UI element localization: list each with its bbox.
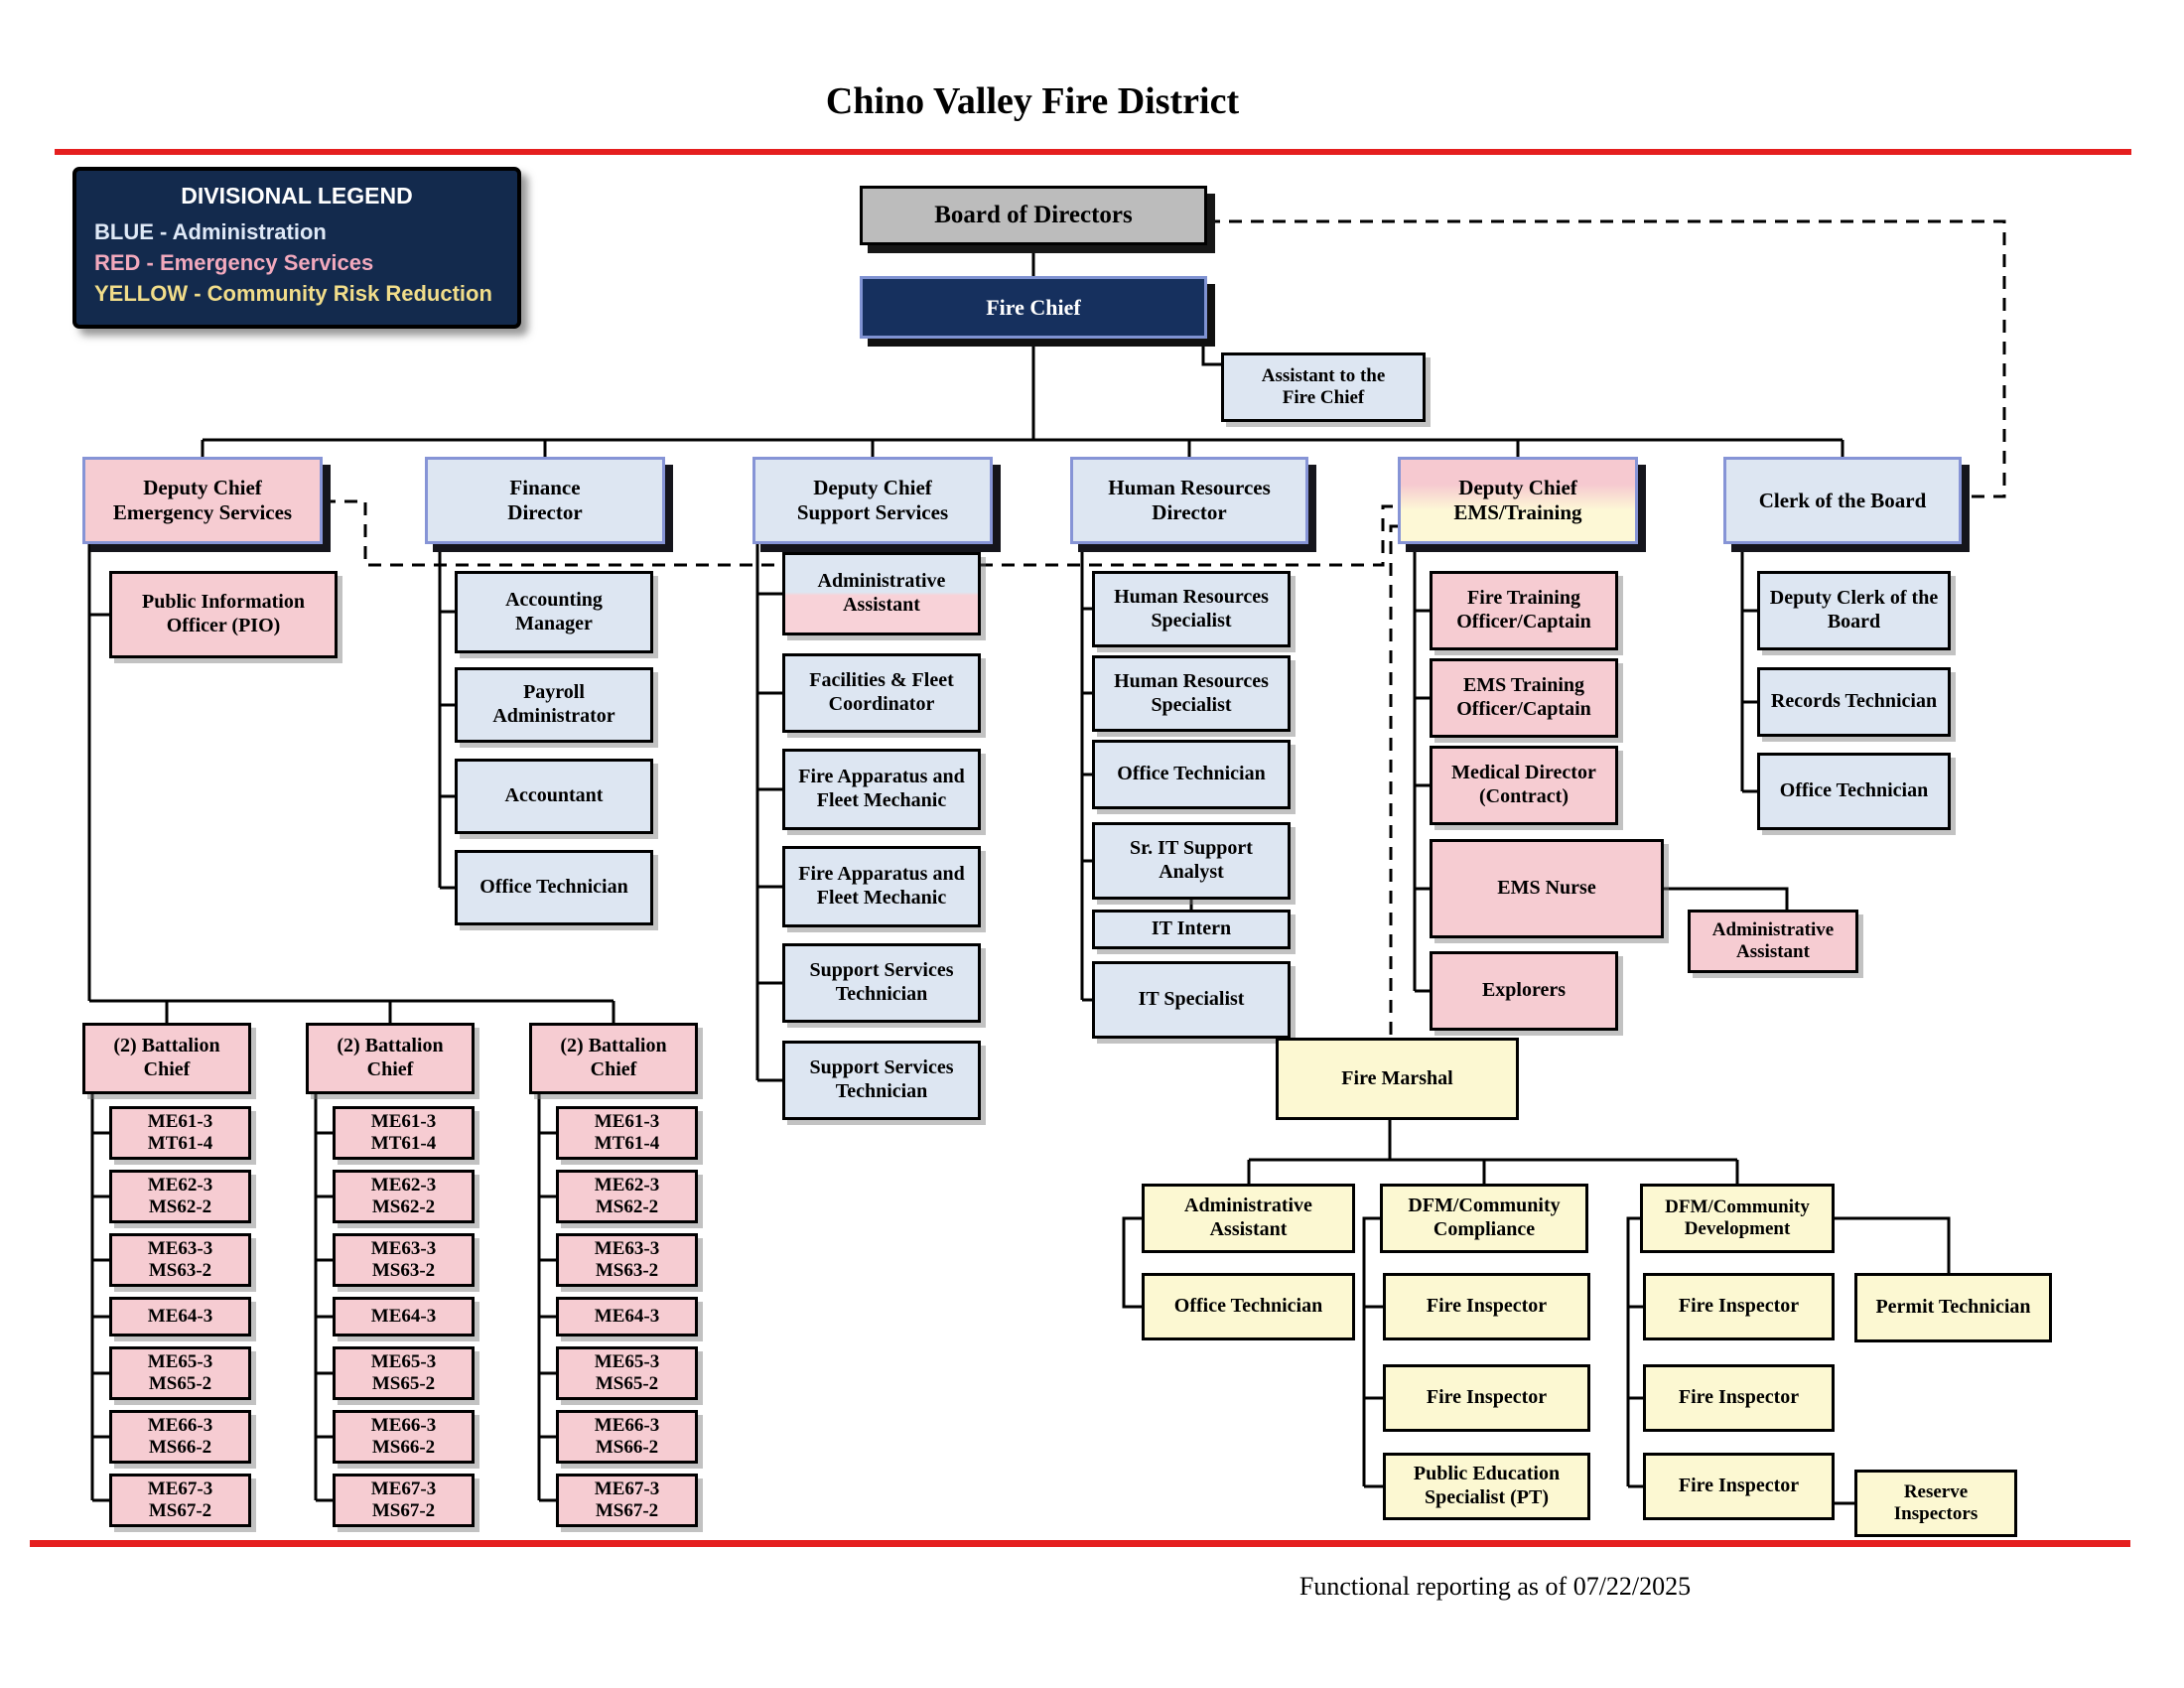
node-permit-technician: Permit Technician bbox=[1854, 1273, 2052, 1342]
node-dfm-community-compliance: DFM/Community Compliance bbox=[1380, 1184, 1588, 1253]
node-dfm-community-development: DFM/Community Development bbox=[1640, 1184, 1835, 1253]
node-fm-administrative-assistant: Administrative Assistant bbox=[1142, 1184, 1355, 1253]
node-fire-chief: Fire Chief bbox=[860, 276, 1207, 339]
node-reserve-inspectors: Reserve Inspectors bbox=[1854, 1470, 2017, 1537]
legend-item-blue: BLUE - Administration bbox=[94, 219, 327, 244]
node-battalion-unit: ME61-3 MT61-4 bbox=[556, 1106, 698, 1160]
node-records-technician: Records Technician bbox=[1757, 667, 1951, 737]
node-development-fire-inspector-3: Fire Inspector bbox=[1643, 1453, 1835, 1520]
bottom-divider bbox=[30, 1540, 2130, 1547]
node-battalion-chief-1: (2) Battalion Chief bbox=[82, 1023, 251, 1094]
node-hr-specialist-2: Human Resources Specialist bbox=[1092, 655, 1291, 732]
node-battalion-unit: ME62-3 MS62-2 bbox=[333, 1170, 475, 1223]
node-it-specialist: IT Specialist bbox=[1092, 961, 1291, 1039]
node-battalion-unit: ME65-3 MS65-2 bbox=[333, 1346, 475, 1400]
node-public-education-specialist: Public Education Specialist (PT) bbox=[1383, 1453, 1590, 1520]
node-ems-nurse: EMS Nurse bbox=[1430, 839, 1664, 938]
node-ems-administrative-assistant: Administrative Assistant bbox=[1688, 910, 1858, 973]
node-hr-specialist-1: Human Resources Specialist bbox=[1092, 571, 1291, 647]
node-clerk-office-technician: Office Technician bbox=[1757, 753, 1951, 830]
node-battalion-unit: ME65-3 MS65-2 bbox=[109, 1346, 251, 1400]
node-finance-office-technician: Office Technician bbox=[455, 850, 653, 925]
node-deputy-clerk-of-the-board: Deputy Clerk of the Board bbox=[1757, 571, 1951, 650]
page-title: Chino Valley Fire District bbox=[825, 80, 1240, 122]
node-battalion-unit: ME66-3 MS66-2 bbox=[109, 1410, 251, 1464]
node-battalion-unit: ME64-3 bbox=[109, 1297, 251, 1336]
node-public-information-officer: Public Information Officer (PIO) bbox=[109, 571, 338, 658]
legend-item-red: RED - Emergency Services bbox=[94, 249, 374, 275]
node-deputy-chief-support-services: Deputy Chief Support Services bbox=[752, 457, 993, 544]
node-battalion-unit: ME66-3 MS66-2 bbox=[333, 1410, 475, 1464]
node-hr-office-technician: Office Technician bbox=[1092, 740, 1291, 809]
node-medical-director-contract: Medical Director (Contract) bbox=[1430, 746, 1618, 825]
node-fire-marshal: Fire Marshal bbox=[1276, 1038, 1519, 1120]
node-clerk-of-the-board: Clerk of the Board bbox=[1723, 457, 1962, 544]
node-development-fire-inspector-2: Fire Inspector bbox=[1643, 1364, 1835, 1432]
node-accountant: Accountant bbox=[455, 759, 653, 834]
node-ems-training-officer-captain: EMS Training Officer/Captain bbox=[1430, 658, 1618, 738]
node-battalion-unit: ME66-3 MS66-2 bbox=[556, 1410, 698, 1464]
node-battalion-unit: ME67-3 MS67-2 bbox=[333, 1474, 475, 1527]
node-accounting-manager: Accounting Manager bbox=[455, 571, 653, 653]
node-battalion-chief-3: (2) Battalion Chief bbox=[529, 1023, 698, 1094]
node-battalion-unit: ME65-3 MS65-2 bbox=[556, 1346, 698, 1400]
node-battalion-unit: ME63-3 MS63-2 bbox=[109, 1233, 251, 1287]
node-battalion-unit: ME61-3 MT61-4 bbox=[109, 1106, 251, 1160]
node-compliance-fire-inspector-2: Fire Inspector bbox=[1383, 1364, 1590, 1432]
divisional-legend: DIVISIONAL LEGEND BLUE - Administration … bbox=[72, 167, 521, 329]
node-deputy-chief-ems-training: Deputy Chief EMS/Training bbox=[1398, 457, 1638, 544]
top-divider bbox=[55, 149, 2131, 155]
node-battalion-unit: ME62-3 MS62-2 bbox=[109, 1170, 251, 1223]
node-development-fire-inspector-1: Fire Inspector bbox=[1643, 1273, 1835, 1340]
node-battalion-unit: ME64-3 bbox=[556, 1297, 698, 1336]
node-facilities-fleet-coordinator: Facilities & Fleet Coordinator bbox=[782, 653, 981, 733]
node-it-intern: IT Intern bbox=[1092, 910, 1291, 949]
node-payroll-administrator: Payroll Administrator bbox=[455, 667, 653, 743]
node-battalion-unit: ME63-3 MS63-2 bbox=[333, 1233, 475, 1287]
node-battalion-unit: ME61-3 MT61-4 bbox=[333, 1106, 475, 1160]
node-fire-apparatus-fleet-mechanic-1: Fire Apparatus and Fleet Mechanic bbox=[782, 749, 981, 830]
node-fire-training-officer-captain: Fire Training Officer/Captain bbox=[1430, 571, 1618, 650]
node-support-administrative-assistant: Administrative Assistant bbox=[782, 552, 981, 635]
legend-item-yellow: YELLOW - Community Risk Reduction bbox=[94, 280, 492, 306]
node-human-resources-director: Human Resources Director bbox=[1070, 457, 1308, 544]
node-battalion-unit: ME63-3 MS63-2 bbox=[556, 1233, 698, 1287]
node-finance-director: Finance Director bbox=[425, 457, 665, 544]
node-fire-apparatus-fleet-mechanic-2: Fire Apparatus and Fleet Mechanic bbox=[782, 846, 981, 927]
node-support-services-technician-1: Support Services Technician bbox=[782, 943, 981, 1023]
node-deputy-chief-emergency-services: Deputy Chief Emergency Services bbox=[82, 457, 323, 544]
node-battalion-unit: ME67-3 MS67-2 bbox=[556, 1474, 698, 1527]
node-battalion-unit: ME64-3 bbox=[333, 1297, 475, 1336]
node-sr-it-support-analyst: Sr. IT Support Analyst bbox=[1092, 822, 1291, 900]
node-battalion-unit: ME62-3 MS62-2 bbox=[556, 1170, 698, 1223]
node-compliance-fire-inspector-1: Fire Inspector bbox=[1383, 1273, 1590, 1340]
node-support-services-technician-2: Support Services Technician bbox=[782, 1041, 981, 1120]
legend-title: DIVISIONAL LEGEND bbox=[181, 183, 413, 209]
node-explorers: Explorers bbox=[1430, 951, 1618, 1031]
node-assistant-to-fire-chief: Assistant to the Fire Chief bbox=[1221, 352, 1426, 422]
node-board-of-directors: Board of Directors bbox=[860, 186, 1207, 245]
footer-note: Functional reporting as of 07/22/2025 bbox=[1298, 1572, 1692, 1601]
node-fm-office-technician: Office Technician bbox=[1142, 1273, 1355, 1340]
node-battalion-unit: ME67-3 MS67-2 bbox=[109, 1474, 251, 1527]
node-battalion-chief-2: (2) Battalion Chief bbox=[306, 1023, 475, 1094]
